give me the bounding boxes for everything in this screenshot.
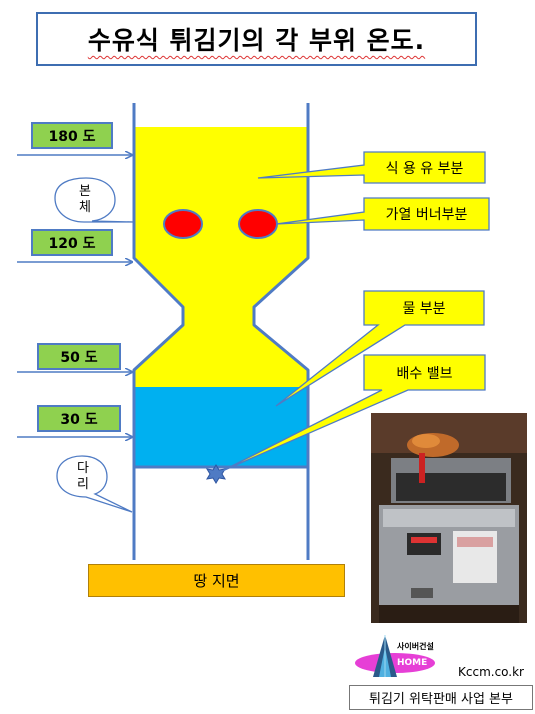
logo-name: 사이버건설 <box>397 642 434 651</box>
fryer-walls <box>132 103 310 560</box>
temp-180-box: 180 도 <box>31 122 113 149</box>
oil-region <box>135 127 307 387</box>
burner-left <box>163 209 203 239</box>
temp-30-label: 30 도 <box>60 411 98 428</box>
body-callout-shape <box>54 177 135 223</box>
footer-label: 튀김기 위탁판매 사업 본부 <box>349 685 533 710</box>
diagram-title: 수유식 튀김기의 각 부위 온도. <box>36 12 477 66</box>
yellow-callouts <box>219 151 490 473</box>
logo: 사이버건설 HOME <box>349 633 454 681</box>
temp-120-label: 120 도 <box>48 235 96 252</box>
temp-120-box: 120 도 <box>31 229 113 256</box>
burner-callout-shape <box>275 197 490 231</box>
legs-callout-label: 다 리 <box>77 461 89 492</box>
water-region <box>135 387 307 467</box>
oil-callout-label: 식 용 유 부분 <box>385 160 464 177</box>
temp-180-label: 180 도 <box>48 128 96 145</box>
body-callout-label: 본 체 <box>79 184 91 215</box>
water-callout-label: 물 부분 <box>402 301 446 317</box>
title-text: 수유식 튀김기의 각 부위 온도. <box>87 26 426 55</box>
valve-callout-shape <box>219 354 486 473</box>
burner-right <box>238 209 278 239</box>
logo-sub: HOME <box>397 658 428 668</box>
temp-50-box: 50 도 <box>37 343 121 370</box>
temp-arrows <box>17 155 132 437</box>
water-callout-shape <box>275 290 485 407</box>
burner-callout-label: 가열 버너부분 <box>385 207 468 223</box>
fryer-photo <box>371 413 527 623</box>
valve-callout-label: 배수 밸브 <box>396 365 453 382</box>
oil-callout-shape <box>257 151 486 184</box>
footer-text: 튀김기 위탁판매 사업 본부 <box>369 692 513 707</box>
temp-50-label: 50 도 <box>60 349 98 366</box>
site-url: Kccm.co.kr <box>458 665 524 679</box>
temp-30-box: 30 도 <box>37 405 121 432</box>
ground-bar: 땅 지면 <box>88 564 345 597</box>
legs-callout-shape <box>56 455 133 513</box>
ground-label: 땅 지면 <box>193 572 240 590</box>
